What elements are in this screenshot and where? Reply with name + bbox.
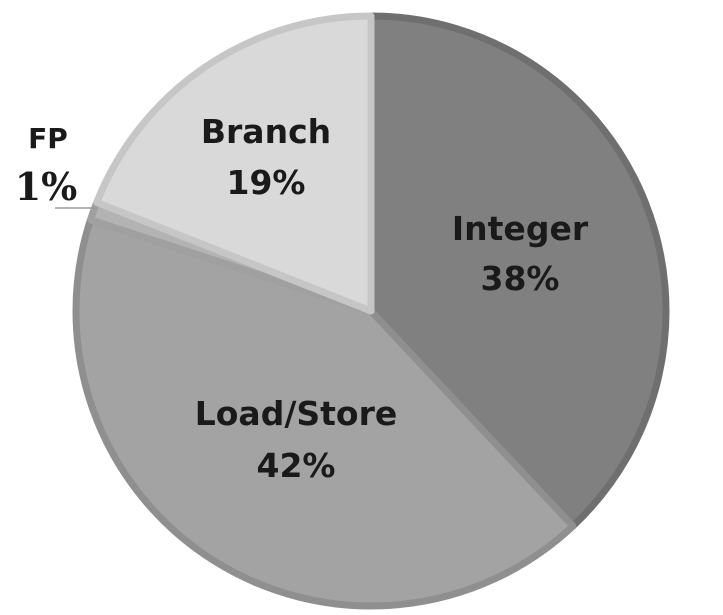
pie-slice-branch xyxy=(93,12,375,315)
branch-label: Branch xyxy=(201,112,331,151)
pie-slices xyxy=(72,12,670,610)
load-store-label: Load/Store xyxy=(195,394,398,433)
pie-slice-load-store xyxy=(72,216,577,610)
fp-value-label: 1% xyxy=(15,164,78,209)
fp-label: FP xyxy=(28,122,68,155)
load-store-value-label: 42% xyxy=(257,446,336,485)
integer-value-label: 38% xyxy=(481,259,560,298)
integer-label: Integer xyxy=(452,209,589,248)
branch-value-label: 19% xyxy=(227,163,306,202)
pie-slice-integer xyxy=(367,12,670,530)
